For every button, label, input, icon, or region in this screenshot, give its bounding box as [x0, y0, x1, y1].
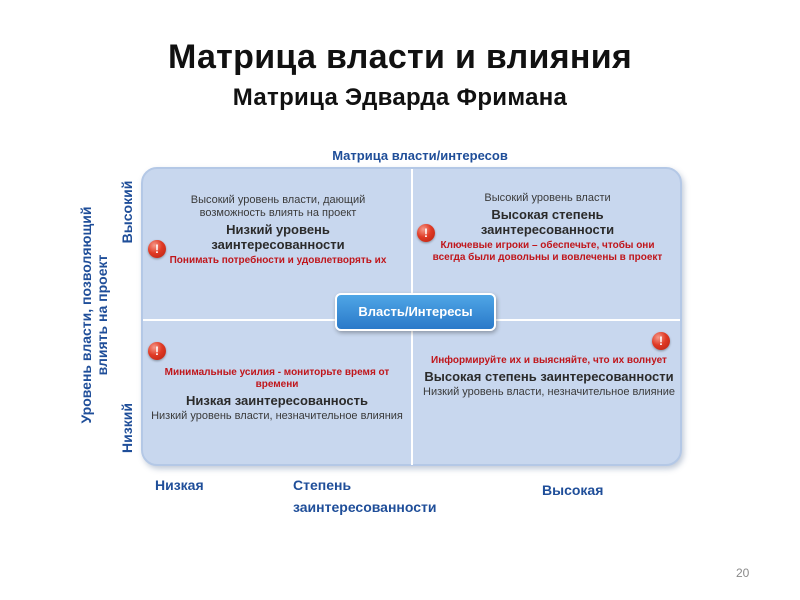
quadrant-top-left-power-text: Высокий уровень власти, дающий возможнос… [190, 194, 366, 219]
alert-icon: ! [148, 240, 166, 258]
quadrant-bottom-right: Информируйте их и выясняйте, что их волн… [420, 352, 678, 399]
quadrant-top-left-action: Понимать потребности и удовлетворять их [169, 255, 387, 266]
alert-icon: ! [148, 342, 166, 360]
quadrant-bottom-right-headline: Высокая степень заинтересованности [424, 369, 674, 384]
quadrant-bottom-left: Минимальные усилия - мониторьте время от… [148, 364, 406, 423]
quadrant-bottom-left-headline: Низкая заинтересованность [185, 393, 369, 408]
quadrant-bottom-right-action: Информируйте их и выясняйте, что их волн… [431, 355, 667, 366]
matrix-heading: Матрица власти/интересов [332, 148, 508, 163]
quadrant-bottom-right-power-text: Низкий уровень власти, незначительное вл… [423, 386, 675, 398]
quadrant-top-right-action: Ключевые игроки – обеспечьте, чтобы они … [432, 240, 663, 263]
y-axis-high-label: Высокий [119, 180, 135, 244]
x-axis-title: Степень заинтересованности [293, 477, 437, 515]
quadrant-top-right: Высокий уровень власти Высокая степень з… [430, 192, 665, 264]
quadrant-bottom-left-action: Минимальные усилия - мониторьте время от… [164, 367, 390, 390]
page-number: 20 [736, 566, 750, 580]
y-axis-low-label: Низкий [119, 403, 135, 453]
slide-title: Матрица власти и влияния [167, 38, 633, 76]
quadrant-top-right-headline: Высокая степень заинтересованности [480, 207, 615, 237]
quadrant-top-left-headline: Низкий уровень заинтересованности [211, 222, 345, 252]
quadrant-top-left: Высокий уровень власти, дающий возможнос… [158, 194, 398, 267]
slide-subtitle: Матрица Эдварда Фримана [232, 84, 568, 111]
quadrant-bottom-left-power-text: Низкий уровень власти, незначительное вл… [151, 410, 403, 422]
y-axis-title: Уровень власти, позволяющий влиять на пр… [78, 206, 110, 424]
quadrant-top-right-power-text: Высокий уровень власти [484, 192, 611, 204]
center-badge: Власть/Интересы [335, 293, 496, 331]
alert-icon: ! [652, 332, 670, 350]
alert-icon: ! [417, 224, 435, 242]
x-axis-high-label: Высокая [542, 482, 604, 498]
x-axis-low-label: Низкая [155, 477, 204, 493]
